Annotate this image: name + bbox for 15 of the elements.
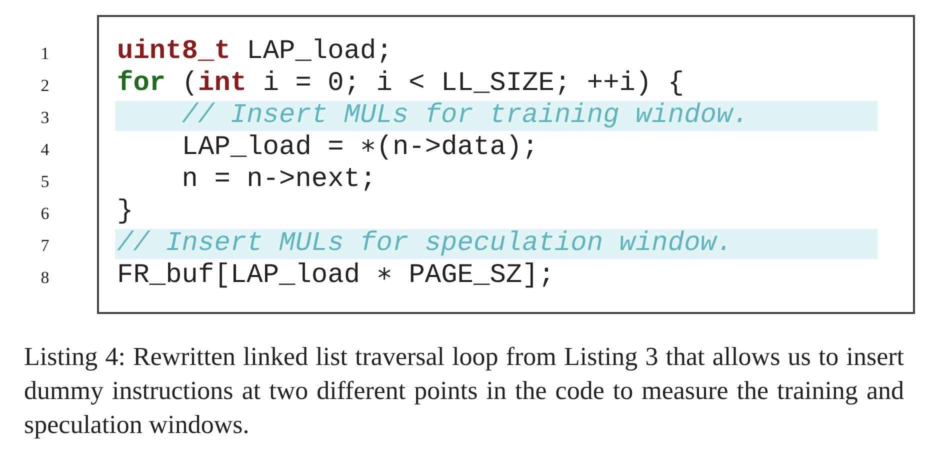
line-number: 6 bbox=[40, 204, 50, 224]
line-number: 5 bbox=[40, 172, 50, 192]
code-line: LAP_load = ∗(n->data); bbox=[182, 133, 538, 163]
code-line: n = n->next; bbox=[182, 165, 376, 195]
code-line: uint8_t LAP_load; bbox=[117, 37, 392, 67]
listing-caption: Listing 4: Rewritten linked list traversal loop from Listing 3 that allows us to insert dummy instructions at two different points in the code to measure the training and speculation windows. bbox=[24, 341, 904, 441]
code-line: for (int i = 0; i < LL_SIZE; ++i) { bbox=[117, 69, 684, 99]
line-number: 7 bbox=[40, 236, 50, 256]
line-number: 3 bbox=[40, 108, 50, 128]
line-number: 2 bbox=[40, 76, 50, 96]
line-number: 4 bbox=[40, 140, 50, 160]
code-line: } bbox=[117, 197, 134, 227]
code-line: FR_buf[LAP_load ∗ PAGE_SZ]; bbox=[117, 261, 555, 291]
line-number: 8 bbox=[40, 268, 50, 288]
line-number: 1 bbox=[40, 44, 50, 64]
